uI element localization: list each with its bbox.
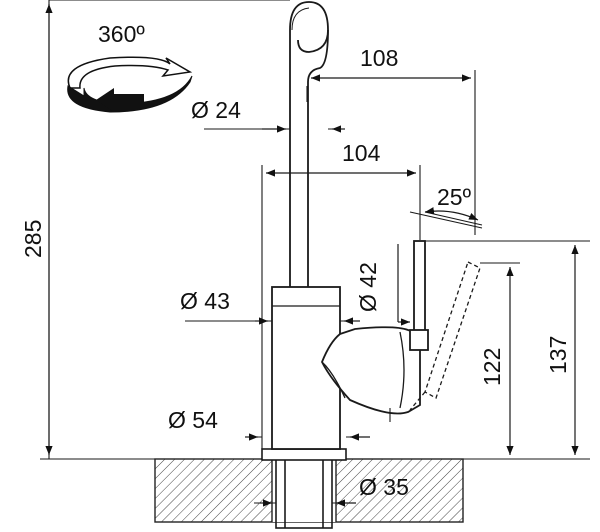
dim-lever-height-high: 137 [545,336,571,374]
countertop-section [154,458,464,523]
drawing-labels: 360º 25º 285 108 Ø 24 104 Ø 43 Ø 42 Ø 54… [20,21,571,500]
dim-body-diameter: Ø 43 [180,288,230,314]
angle-label: 25º [437,184,472,210]
dim-shank-diameter: Ø 35 [359,474,409,500]
faucet-spout [289,1,329,287]
dim-height-total: 285 [20,220,46,258]
dim-body-offset: 104 [342,140,381,166]
faucet-lever [321,240,429,415]
dim-spout-reach: 108 [360,45,398,71]
rotation-label: 360º [98,21,145,47]
dim-lever-height-low: 122 [479,348,505,386]
rotation-arrow-icon [67,56,193,113]
lever-tilted-outline [409,261,481,411]
dim-base-diameter: Ø 54 [168,407,218,433]
faucet-base [261,448,347,461]
dimension-lines [45,4,579,507]
dim-spout-diameter: Ø 24 [191,97,241,123]
dim-lever-diameter: Ø 42 [355,262,381,312]
